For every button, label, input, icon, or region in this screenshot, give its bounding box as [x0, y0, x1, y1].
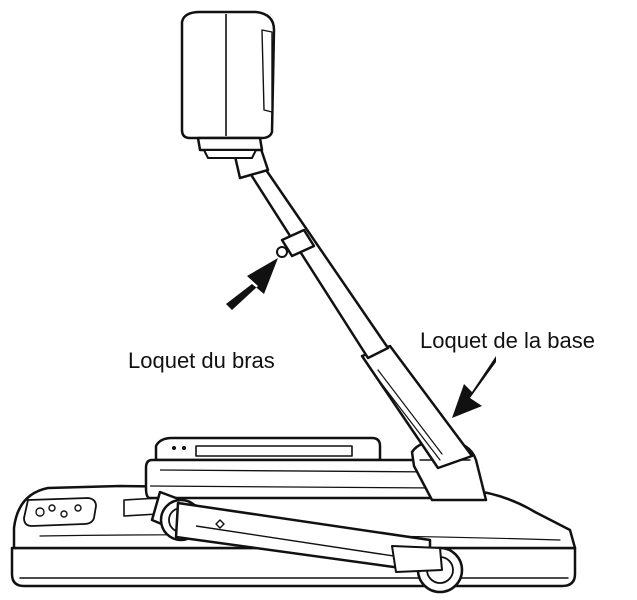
lower-folding-arm — [150, 490, 464, 594]
arm-latch-arrow — [226, 258, 278, 310]
arm-latch-label: Loquet du bras — [128, 348, 275, 373]
camera-arm — [232, 144, 488, 502]
base-latch-label: Loquet de la base — [420, 328, 595, 353]
arm-housing — [144, 436, 454, 500]
camera-head — [180, 10, 276, 159]
base-latch-arrow — [452, 356, 496, 418]
